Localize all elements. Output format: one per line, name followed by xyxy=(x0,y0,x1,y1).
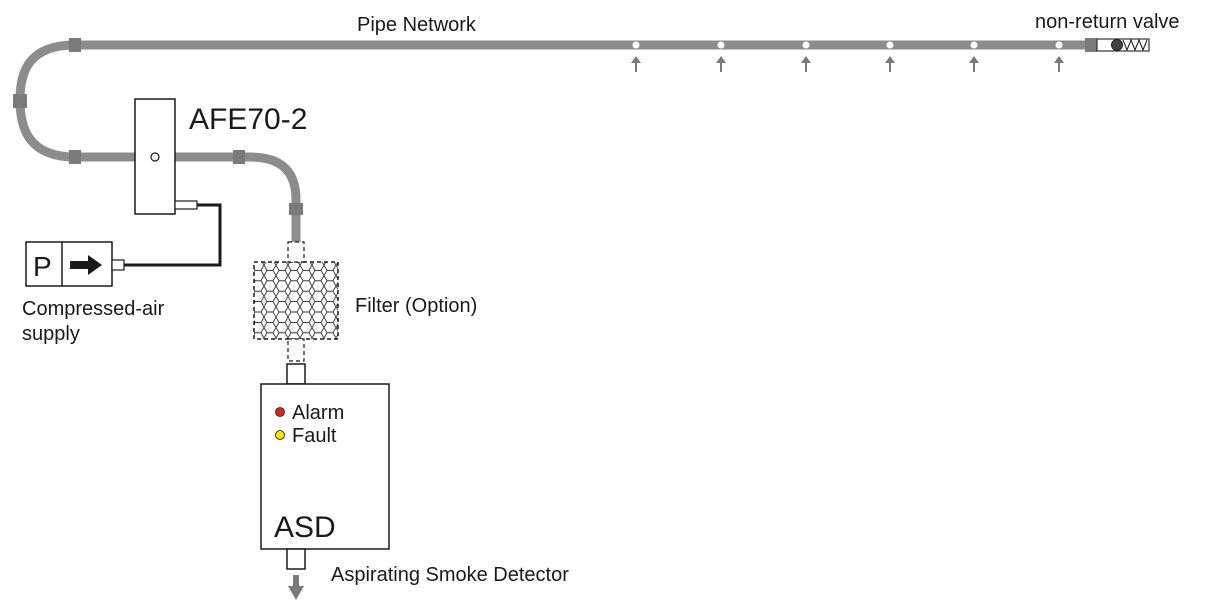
afe-port-icon xyxy=(150,152,160,162)
upward-arrow-icon xyxy=(631,56,641,72)
compressed-air-label: Compressed-air xyxy=(22,298,165,320)
pipe-network-label: Pipe Network xyxy=(357,14,477,36)
right-arrow-icon xyxy=(70,255,102,275)
sampling-hole-icon xyxy=(632,41,640,49)
pipe-joint xyxy=(69,150,81,164)
alarm-led-icon xyxy=(275,407,285,417)
non-return-valve-label: non-return valve xyxy=(1035,11,1180,33)
sampling-hole-icon xyxy=(1055,41,1063,49)
filter-mesh xyxy=(253,261,339,340)
pipe-joint xyxy=(233,150,245,164)
filter-unit xyxy=(253,241,339,362)
filter-outlet-stub xyxy=(287,338,305,362)
asd-label: ASD xyxy=(274,511,336,544)
compressed-air-line xyxy=(124,203,222,267)
afe-unit-label: AFE70-2 xyxy=(189,103,307,136)
asd-outlet xyxy=(286,548,306,570)
filter-inlet-stub xyxy=(287,241,305,263)
pipe-joint xyxy=(13,94,27,108)
fault-label: Fault xyxy=(292,425,337,447)
pressure-symbol: P xyxy=(33,251,52,282)
upward-arrow-icon xyxy=(1054,56,1064,72)
non-return-valve xyxy=(1096,38,1150,52)
afe-air-connector xyxy=(174,200,198,210)
down-arrow-icon xyxy=(288,575,304,600)
afe-unit xyxy=(134,98,198,215)
sampling-holes xyxy=(631,41,1064,72)
pipe-network xyxy=(13,38,1100,242)
asd-inlet xyxy=(286,363,306,385)
filter-label: Filter (Option) xyxy=(355,295,477,317)
compressed-air-supply xyxy=(25,241,125,287)
sampling-hole-icon xyxy=(970,41,978,49)
asd-full-name-label: Aspirating Smoke Detector xyxy=(331,564,569,586)
upward-arrow-icon xyxy=(716,56,726,72)
fault-led-icon xyxy=(275,430,285,440)
upward-arrow-icon xyxy=(801,56,811,72)
asd-unit xyxy=(260,363,390,600)
pipe-to-detector xyxy=(175,152,301,242)
spring-icon xyxy=(1122,38,1148,52)
pipe-joint xyxy=(1085,38,1097,52)
valve-ball-icon xyxy=(1111,39,1123,51)
pipe-joint xyxy=(289,203,303,215)
upward-arrow-icon xyxy=(885,56,895,72)
sampling-hole-icon xyxy=(717,41,725,49)
sampling-hole-icon xyxy=(802,41,810,49)
upward-arrow-icon xyxy=(969,56,979,72)
sampling-hole-icon xyxy=(886,41,894,49)
pipe-joint xyxy=(69,38,81,52)
alarm-label: Alarm xyxy=(292,402,344,424)
supply-label: supply xyxy=(22,323,80,345)
supply-outlet xyxy=(111,259,125,271)
pipe-main-run xyxy=(15,40,1100,162)
